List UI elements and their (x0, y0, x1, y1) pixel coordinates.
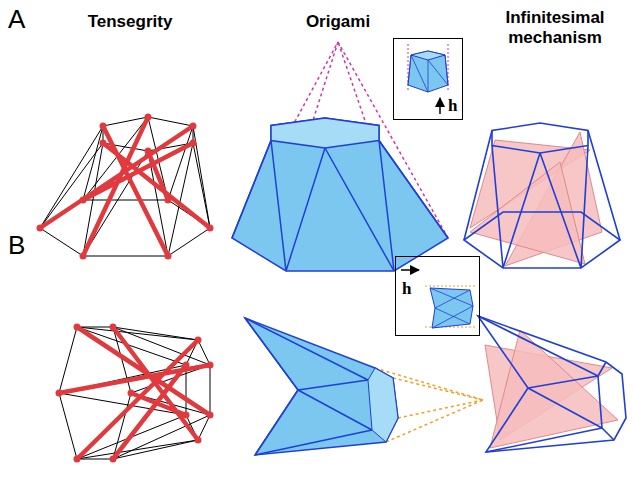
direction-symbol: h (402, 279, 411, 299)
column-heading: Infinitesimal mechanism (490, 8, 620, 48)
inset-box: h (395, 256, 480, 336)
tensegrity-b (56, 324, 214, 463)
mechanism-a (464, 123, 620, 268)
origami-b (245, 318, 483, 455)
inset-b-picture (401, 270, 476, 328)
panel-letter: A (8, 4, 38, 34)
inset-a-picture (408, 44, 448, 114)
panel-letter: B (8, 230, 38, 260)
inset-box: h (393, 38, 463, 120)
tensegrity-a (37, 114, 214, 260)
mechanism-b (478, 316, 626, 452)
column-heading: Origami (273, 12, 403, 32)
column-heading: Tensegrity (65, 12, 195, 32)
direction-symbol: h (448, 96, 457, 116)
origami-a (232, 42, 448, 271)
